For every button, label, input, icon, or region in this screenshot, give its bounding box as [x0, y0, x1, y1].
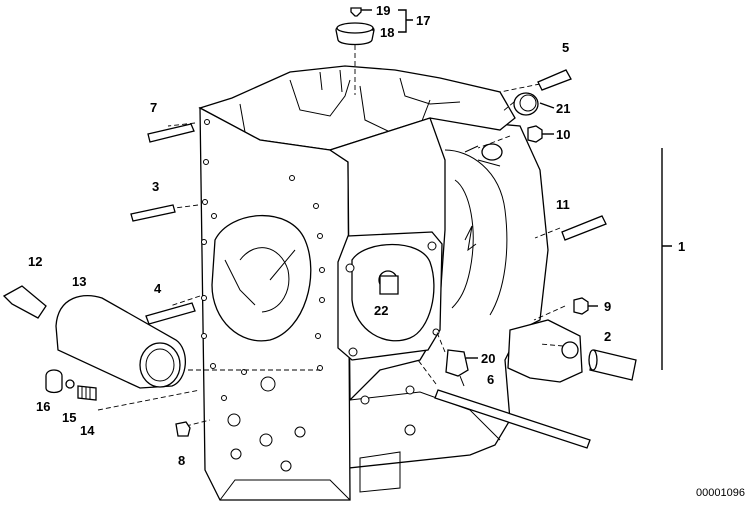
label-7: 7 — [150, 100, 157, 115]
label-16: 16 — [36, 399, 50, 414]
part-20-sensor — [445, 349, 469, 387]
label-19: 19 — [376, 3, 390, 18]
label-18: 18 — [380, 25, 394, 40]
part-4-stud — [145, 302, 196, 325]
label-8: 8 — [178, 453, 185, 468]
label-21: 21 — [556, 101, 570, 116]
label-5: 5 — [562, 40, 569, 55]
label-9: 9 — [604, 299, 611, 314]
part-3-stud — [130, 204, 176, 222]
label-2: 2 — [604, 329, 611, 344]
assembly-leader-lines — [97, 45, 566, 427]
label-4: 4 — [154, 281, 162, 296]
part-18-cap — [335, 22, 375, 46]
label-10: 10 — [556, 127, 570, 142]
part-5-stud — [537, 69, 572, 91]
label-1: 1 — [678, 239, 685, 254]
part-21-plug — [513, 92, 539, 116]
part-13-sleeve — [55, 295, 187, 389]
part-12-sensor — [2, 285, 47, 319]
part-15-ball — [65, 379, 75, 389]
label-15: 15 — [62, 410, 76, 425]
part-2-dowel — [588, 349, 637, 381]
part-19-screw — [350, 7, 362, 17]
part-9-nut — [573, 297, 589, 315]
drawing-code: 00001096 — [696, 487, 745, 499]
label-11: 11 — [556, 197, 570, 212]
part-16-cap — [45, 369, 63, 394]
label-17: 17 — [416, 13, 430, 28]
label-20: 20 — [481, 351, 495, 366]
engine-block-housing — [198, 65, 583, 501]
part-10-nut — [527, 125, 543, 143]
label-14: 14 — [80, 423, 95, 438]
label-6: 6 — [487, 372, 494, 387]
label-3: 3 — [152, 179, 159, 194]
part-7-stud — [147, 123, 195, 143]
part-22-plug — [379, 275, 399, 295]
part-14-spring — [77, 385, 97, 401]
callout-labels: 1 2 3 4 5 6 7 8 9 10 11 12 13 14 15 16 1… — [28, 3, 745, 499]
label-22: 22 — [374, 303, 388, 318]
label-13: 13 — [72, 274, 86, 289]
part-8-plug — [175, 421, 191, 437]
part-6-long-stud — [434, 389, 591, 449]
label-12: 12 — [28, 254, 42, 269]
part-11-stud — [561, 215, 607, 241]
callout-lines — [361, 9, 672, 370]
